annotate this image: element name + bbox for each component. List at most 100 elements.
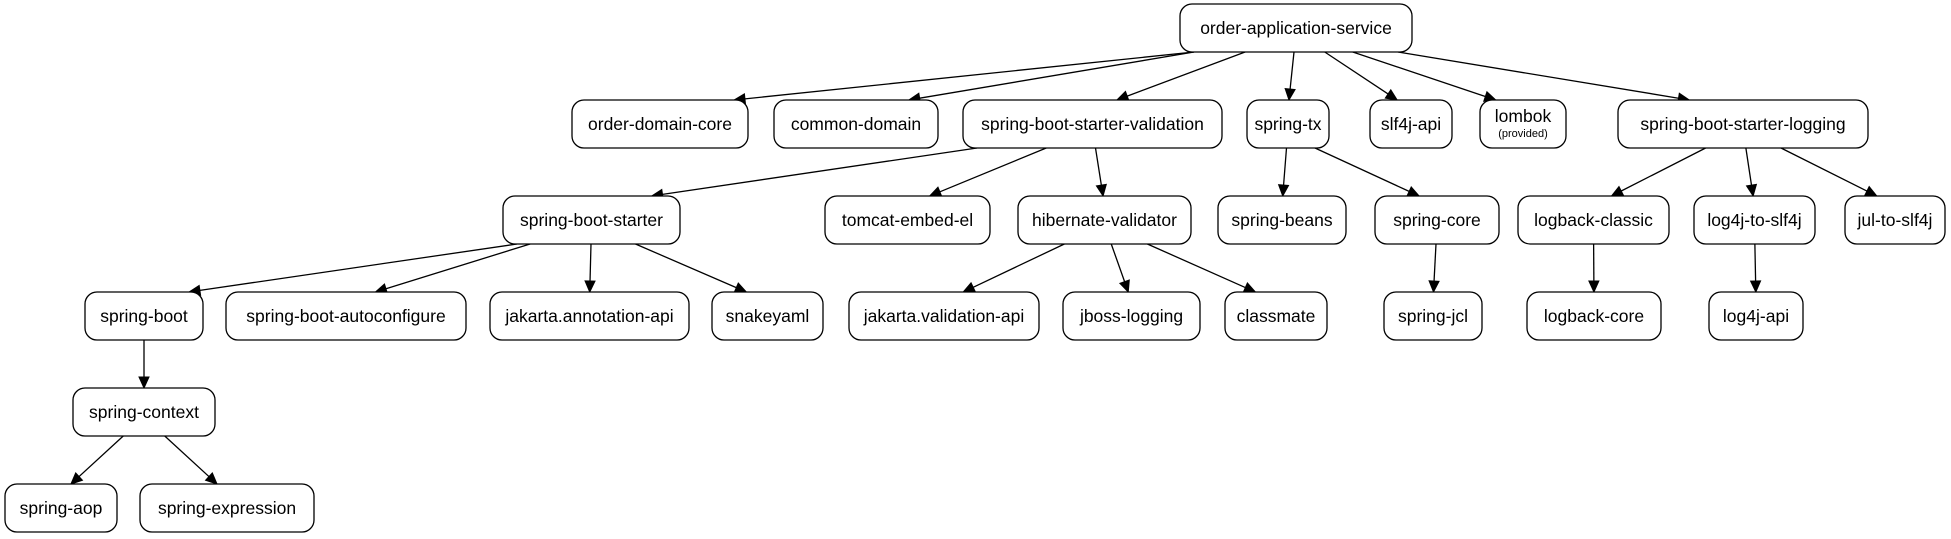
arrowhead bbox=[1118, 279, 1130, 294]
node-common-domain: common-domain bbox=[773, 99, 939, 149]
node-log4j-api: log4j-api bbox=[1708, 291, 1804, 341]
edge-line bbox=[1397, 51, 1679, 99]
node-spring-aop: spring-aop bbox=[4, 483, 118, 533]
edge-line bbox=[1110, 243, 1126, 282]
node-label: spring-boot-starter-validation bbox=[981, 114, 1204, 134]
arrowhead bbox=[1863, 185, 1878, 197]
node-spring-beans: spring-beans bbox=[1217, 195, 1347, 245]
node-box bbox=[1246, 99, 1330, 149]
node-label: spring-tx bbox=[1254, 114, 1321, 134]
node-label: common-domain bbox=[791, 114, 921, 134]
node-spring-boot-starter-logging: spring-boot-starter-logging bbox=[1617, 99, 1869, 149]
node-spring-context: spring-context bbox=[72, 387, 216, 437]
node-spring-expression: spring-expression bbox=[139, 483, 315, 533]
node-label: spring-expression bbox=[158, 498, 296, 518]
node-label: logback-core bbox=[1544, 306, 1644, 326]
arrowhead bbox=[1428, 280, 1440, 294]
edge-line bbox=[78, 435, 124, 478]
node-box bbox=[824, 195, 991, 245]
edge-hibernate-validator-to-jakarta-validation-api bbox=[962, 243, 1065, 293]
edge-line bbox=[939, 147, 1047, 193]
edge-line bbox=[385, 243, 531, 290]
edge-spring-boot-starter-to-spring-boot bbox=[187, 243, 518, 297]
node-spring-core: spring-core bbox=[1374, 195, 1500, 245]
node-label: lombok bbox=[1495, 106, 1552, 126]
edge-line bbox=[1126, 51, 1246, 97]
edge-line bbox=[1352, 51, 1486, 98]
node-label: spring-beans bbox=[1231, 210, 1332, 230]
node-label: classmate bbox=[1237, 306, 1316, 326]
node-label: order-application-service bbox=[1200, 18, 1392, 38]
arrowhead bbox=[1284, 87, 1296, 102]
edge-order-application-service-to-spring-tx bbox=[1284, 51, 1296, 102]
edge-spring-boot-to-spring-context bbox=[138, 340, 150, 390]
edge-line bbox=[919, 51, 1195, 99]
node-order-application-service: order-application-service bbox=[1179, 3, 1413, 53]
node-spring-boot: spring-boot bbox=[84, 291, 204, 341]
edge-line bbox=[1147, 243, 1246, 289]
arrowhead bbox=[584, 280, 596, 294]
edge-line bbox=[199, 243, 518, 292]
node-label: snakeyaml bbox=[726, 306, 810, 326]
node-label: hibernate-validator bbox=[1032, 210, 1177, 230]
arrowhead bbox=[1745, 183, 1758, 198]
node-label: spring-boot bbox=[100, 306, 188, 326]
node-box bbox=[225, 291, 467, 341]
node-box bbox=[962, 99, 1223, 149]
edge-logback-classic-to-logback-core bbox=[1588, 243, 1600, 294]
edge-line bbox=[662, 147, 978, 196]
node-jboss-logging: jboss-logging bbox=[1062, 291, 1201, 341]
edge-spring-boot-starter-to-snakeyaml bbox=[635, 243, 748, 293]
node-label: spring-boot-starter bbox=[520, 210, 663, 230]
node-spring-boot-autoconfigure: spring-boot-autoconfigure bbox=[225, 291, 467, 341]
edge-line bbox=[1745, 147, 1753, 186]
node-box bbox=[1844, 195, 1946, 245]
edge-spring-boot-starter-to-spring-boot-autoconfigure bbox=[374, 243, 531, 295]
node-spring-boot-starter-validation: spring-boot-starter-validation bbox=[962, 99, 1223, 149]
edge-spring-core-to-spring-jcl bbox=[1428, 243, 1440, 294]
arrowhead bbox=[1406, 185, 1421, 197]
node-label: log4j-to-slf4j bbox=[1707, 210, 1801, 230]
node-label: jakarta.validation-api bbox=[863, 306, 1025, 326]
node-label: spring-context bbox=[89, 402, 199, 422]
edge-line bbox=[1620, 147, 1706, 192]
node-box bbox=[1708, 291, 1804, 341]
node-spring-jcl: spring-jcl bbox=[1383, 291, 1483, 341]
arrowhead bbox=[1588, 280, 1600, 294]
edge-spring-boot-starter-validation-to-tomcat-embed-el bbox=[928, 147, 1047, 197]
node-label: logback-classic bbox=[1534, 210, 1653, 230]
node-box bbox=[1224, 291, 1328, 341]
node-label: spring-aop bbox=[20, 498, 103, 518]
node-logback-classic: logback-classic bbox=[1517, 195, 1670, 245]
edge-spring-tx-to-spring-beans bbox=[1277, 147, 1290, 198]
node-box bbox=[848, 291, 1040, 341]
node-label: spring-jcl bbox=[1398, 306, 1468, 326]
node-box bbox=[489, 291, 690, 341]
arrowhead bbox=[1095, 183, 1107, 198]
edge-spring-boot-starter-validation-to-spring-boot-starter bbox=[650, 147, 978, 201]
node-box bbox=[1383, 291, 1483, 341]
edge-line bbox=[744, 51, 1195, 100]
arrowhead bbox=[1277, 184, 1290, 198]
node-box bbox=[1479, 99, 1567, 149]
edge-order-application-service-to-lombok bbox=[1352, 51, 1497, 102]
node-box bbox=[502, 195, 681, 245]
node-jul-to-slf4j: jul-to-slf4j bbox=[1844, 195, 1946, 245]
edge-line bbox=[589, 243, 592, 282]
arrowhead bbox=[962, 281, 977, 293]
node-box bbox=[1217, 195, 1347, 245]
edge-spring-boot-starter-logging-to-jul-to-slf4j bbox=[1780, 147, 1878, 197]
edge-line bbox=[972, 243, 1065, 288]
arrowhead bbox=[1610, 185, 1625, 197]
node-order-domain-core: order-domain-core bbox=[571, 99, 749, 149]
node-box bbox=[1693, 195, 1816, 245]
node-label: jakarta.annotation-api bbox=[504, 306, 673, 326]
edge-line bbox=[1324, 51, 1389, 95]
arrowhead bbox=[204, 471, 218, 485]
node-spring-tx: spring-tx bbox=[1246, 99, 1330, 149]
edge-log4j-to-slf4j-to-log4j-api bbox=[1749, 243, 1762, 294]
edge-line bbox=[1433, 243, 1437, 282]
node-box bbox=[84, 291, 204, 341]
node-box bbox=[1517, 195, 1670, 245]
